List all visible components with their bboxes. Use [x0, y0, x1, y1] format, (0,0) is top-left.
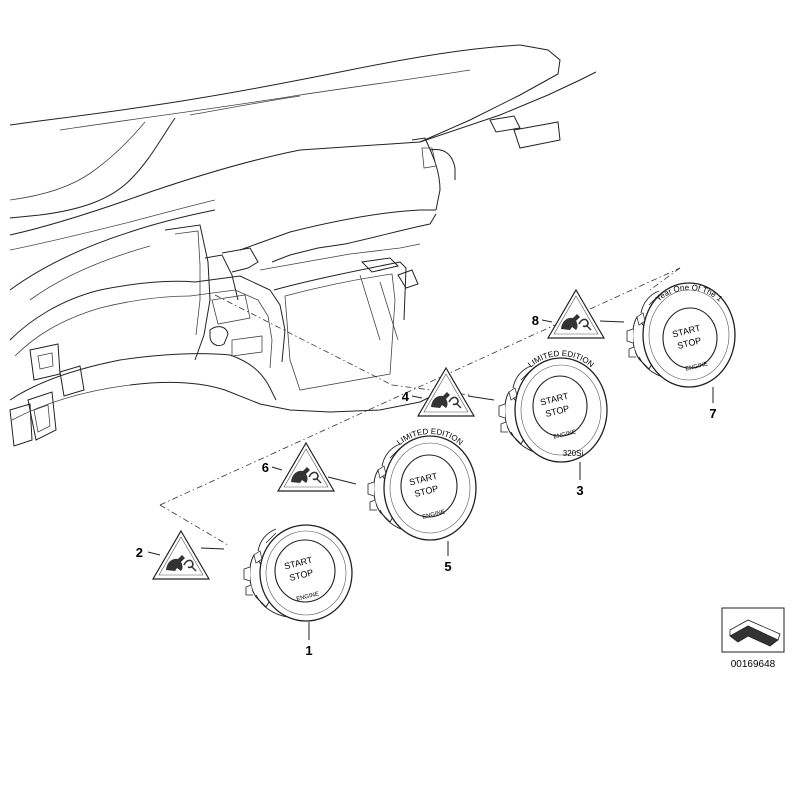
callout-5: 5	[444, 559, 451, 574]
callout-leaders	[147, 319, 714, 640]
callout-7: 7	[709, 406, 716, 421]
document-id: 00169648	[731, 659, 776, 670]
start-stop-button-1: START STOP ENGINE	[243, 524, 353, 622]
start-stop-button-7: Year One Of The 1 START STOP ENGINE	[626, 282, 736, 388]
engine-label: ENGINE	[296, 591, 320, 602]
callout-2: 2	[136, 545, 143, 560]
page-reference-arrow-icon	[721, 607, 785, 653]
triangle-emblem-4	[417, 367, 475, 417]
engine-label: ENGINE	[553, 429, 577, 440]
triangle-emblem-2	[152, 530, 210, 580]
callout-4: 4	[402, 389, 410, 404]
leader-lines	[159, 267, 681, 546]
triangle-emblem-6	[277, 442, 335, 492]
model-label: 320Si	[563, 449, 584, 458]
callout-6: 6	[262, 460, 269, 475]
engine-label: ENGINE	[422, 509, 446, 520]
dashboard-outline	[9, 44, 597, 447]
triangle-emblem-8	[547, 289, 605, 339]
engine-label: ENGINE	[685, 361, 709, 372]
callout-8: 8	[532, 313, 539, 328]
callout-3: 3	[576, 483, 583, 498]
callout-1: 1	[305, 643, 312, 658]
start-stop-button-3: LIMITED EDITION START STOP ENGINE 320Si	[498, 349, 608, 463]
start-stop-button-5: LIMITED EDITION START STOP ENGINE	[367, 427, 477, 541]
